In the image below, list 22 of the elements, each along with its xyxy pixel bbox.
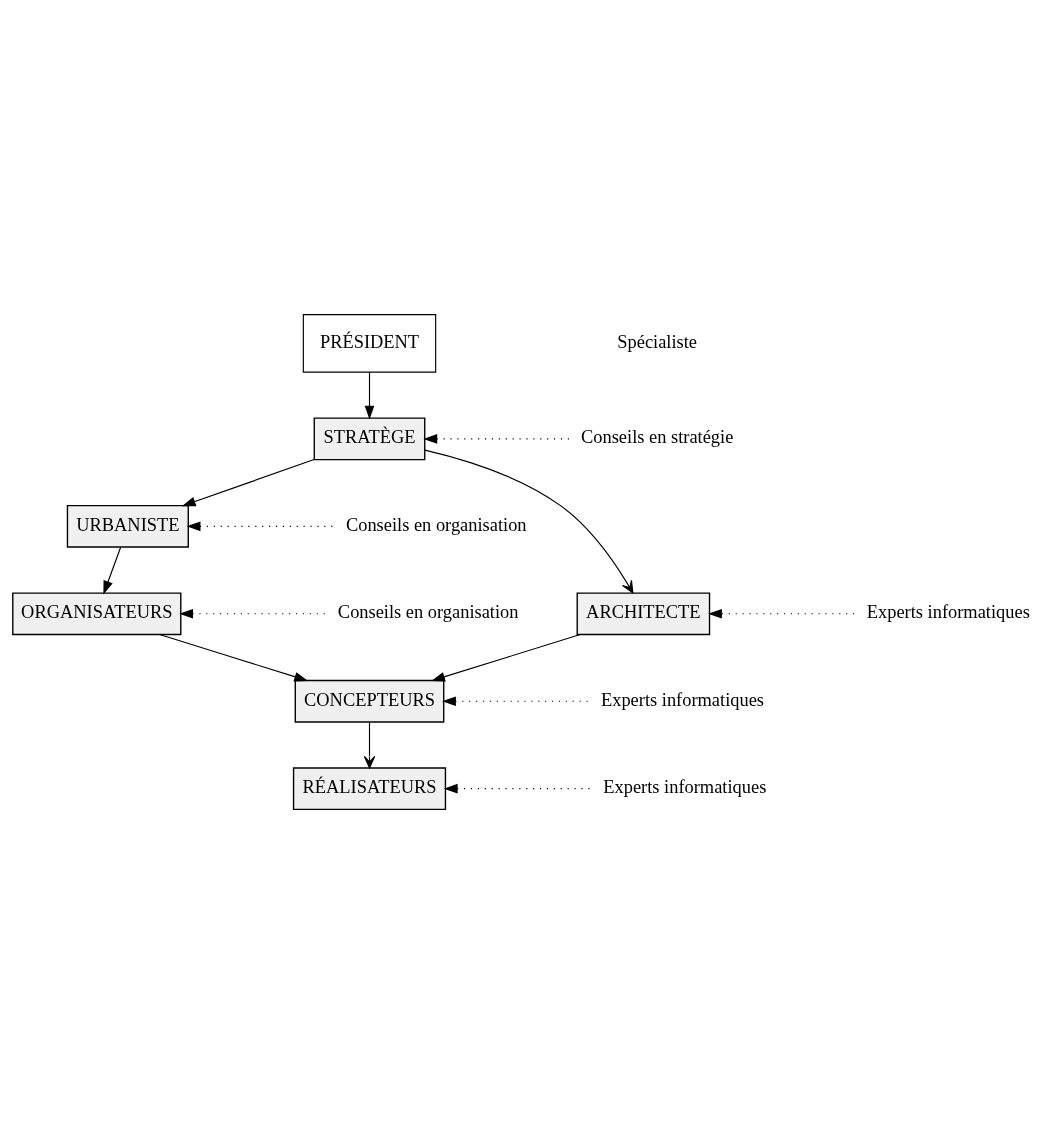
node-text: Conseils en organisation — [337, 602, 519, 623]
node-box: PRÉSIDENT — [302, 314, 437, 373]
arrow — [431, 634, 581, 682]
node-box: ORGANISATEURS — [12, 592, 182, 636]
node-text: Experts informatiques — [603, 777, 767, 798]
node-box: RÉALISATEURS — [292, 767, 447, 811]
arrow — [424, 449, 634, 594]
node-text: Experts informatiques — [866, 602, 1030, 623]
node-text: Conseils en organisation — [345, 514, 527, 535]
node-box: URBANISTE — [66, 504, 189, 548]
arrow — [708, 608, 858, 619]
node-box: CONCEPTEURS — [294, 679, 445, 723]
node-box: STRATÈGE — [313, 417, 426, 461]
arrow — [181, 459, 315, 507]
node-box: ARCHITECTE — [576, 592, 711, 636]
label: Spécialiste — [617, 331, 698, 352]
arrow — [103, 546, 122, 595]
node-text: Experts informatiques — [600, 689, 765, 710]
arrow — [363, 721, 376, 769]
node-text: Conseils en stratégie — [581, 427, 734, 448]
arrow — [364, 371, 375, 420]
arrow — [159, 634, 309, 682]
